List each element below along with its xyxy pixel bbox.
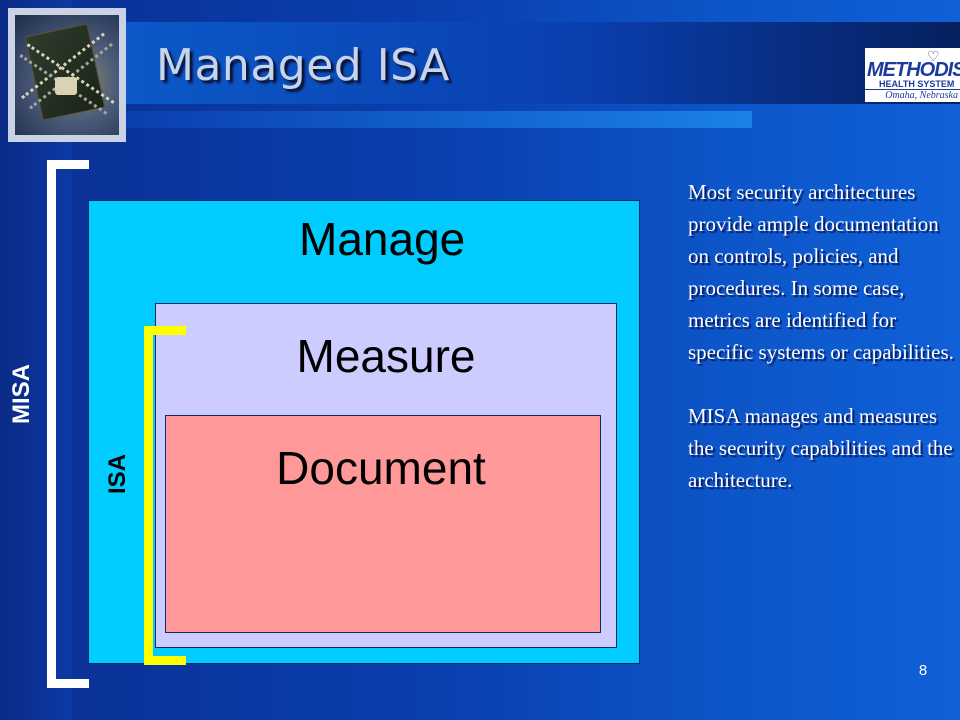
measure-label: Measure bbox=[296, 330, 476, 382]
document-label: Document bbox=[276, 442, 486, 494]
logo-main-text: METHODIST bbox=[867, 59, 960, 81]
document-box: Document bbox=[165, 415, 601, 633]
logo-sub-text: HEALTH SYSTEM bbox=[879, 79, 955, 89]
heart-icon: ♡ bbox=[927, 48, 940, 64]
title-accent-bar bbox=[126, 111, 752, 128]
methodist-logo: ♡ METHODIST HEALTH SYSTEM Omaha, Nebrask… bbox=[865, 48, 960, 102]
logo-location: Omaha, Nebraska bbox=[865, 89, 960, 102]
body-paragraph-1: Most security architectures provide ampl… bbox=[688, 180, 954, 364]
medical-records-lock-image bbox=[8, 8, 126, 142]
misa-bracket bbox=[47, 160, 89, 688]
manage-label: Manage bbox=[299, 213, 466, 265]
body-paragraph-2: MISA manages and measures the security c… bbox=[688, 404, 953, 492]
isa-label: ISA bbox=[104, 454, 131, 495]
page-number: 8 bbox=[918, 662, 928, 679]
misa-label: MISA bbox=[8, 364, 35, 424]
title-band bbox=[126, 22, 960, 104]
slide-title: Managed ISA bbox=[156, 40, 451, 91]
isa-bracket bbox=[144, 326, 186, 665]
body-text: Most security architectures provide ampl… bbox=[688, 176, 958, 496]
padlock-icon bbox=[55, 77, 77, 95]
